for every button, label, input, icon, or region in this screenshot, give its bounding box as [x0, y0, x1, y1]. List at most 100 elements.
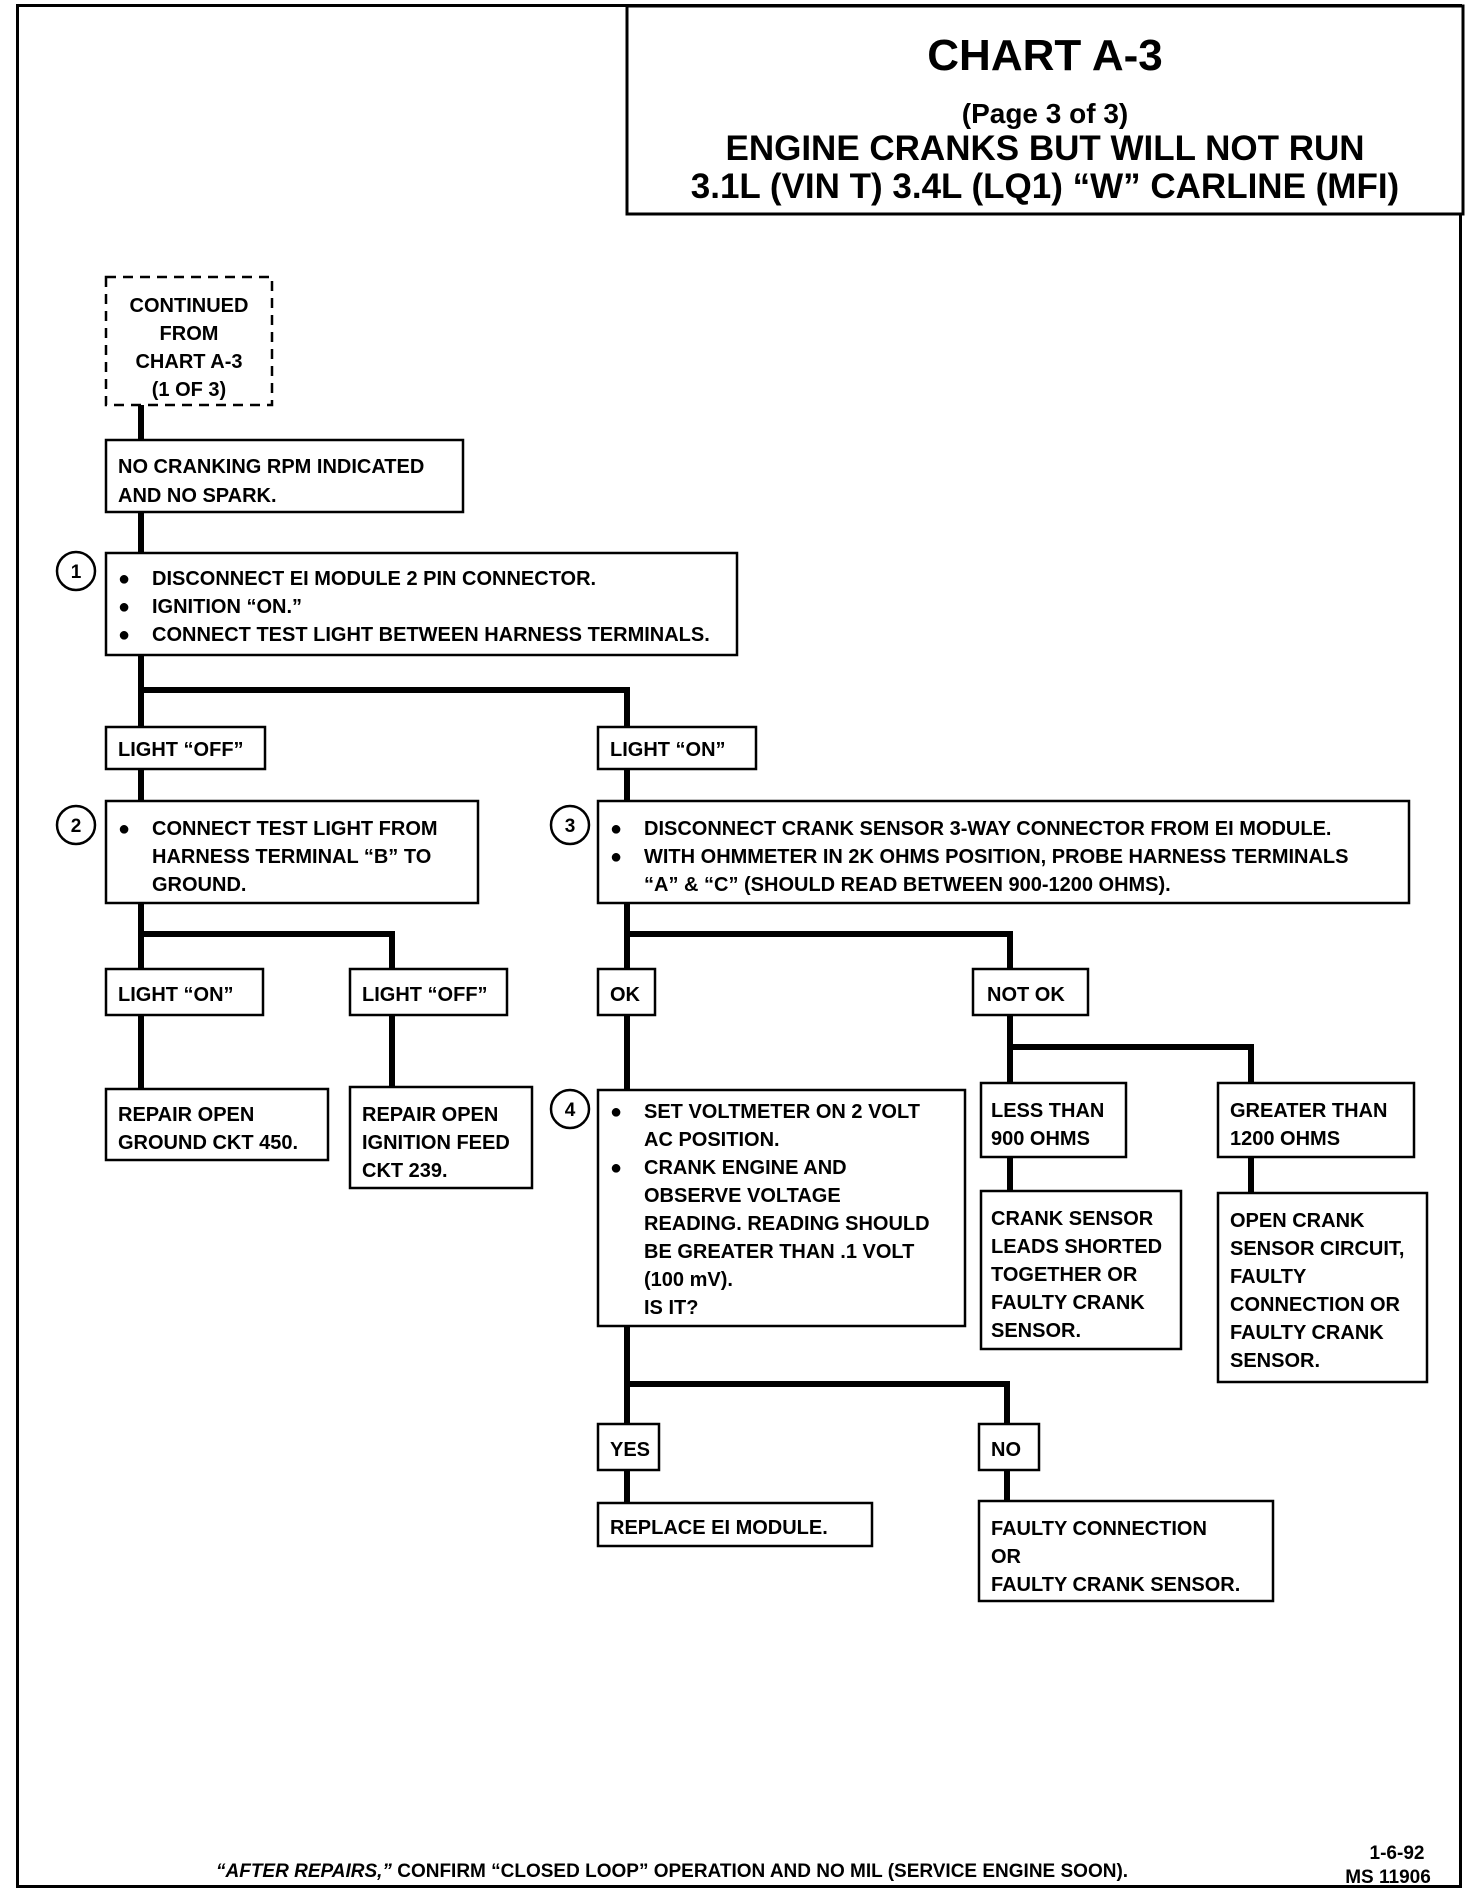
connector-lines [138, 405, 1254, 1503]
bullet-icon: ● [610, 1157, 622, 1179]
step-1-box: 1 ● DISCONNECT EI MODULE 2 PIN CONNECTOR… [55, 550, 739, 657]
no-cranking-box: NO CRANKING RPM INDICATED AND NO SPARK. [104, 438, 465, 514]
footer-date: 1-6-92 [1370, 1843, 1425, 1864]
less-than-line-1: LESS THAN [991, 1100, 1104, 1122]
step-3-marker [549, 804, 591, 846]
footer: “AFTER REPAIRS,” CONFIRM “CLOSED LOOP” O… [216, 1843, 1431, 1888]
step-2-line-1: CONNECT TEST LIGHT FROM [152, 818, 438, 840]
open-crank-line-4: CONNECTION OR [1230, 1294, 1401, 1316]
continued-line-2: FROM [160, 323, 219, 345]
step-4-line-1: SET VOLTMETER ON 2 VOLT [644, 1101, 920, 1123]
open-crank-line-1: OPEN CRANK [1230, 1210, 1365, 1232]
step-4-line-3: CRANK ENGINE AND [644, 1157, 847, 1179]
crank-shorted-line-4: FAULTY CRANK [991, 1292, 1145, 1314]
crank-shorted-line-1: CRANK SENSOR [991, 1208, 1154, 1230]
repair-ignition-line-3: CKT 239. [362, 1160, 448, 1182]
repair-ignition-line-1: REPAIR OPEN [362, 1104, 498, 1126]
yes-label: YES [610, 1439, 650, 1461]
step-4-line-4: OBSERVE VOLTAGE [644, 1185, 841, 1207]
repair-ground-box: REPAIR OPEN GROUND CKT 450. [104, 1087, 330, 1162]
continued-from-box: CONTINUED FROM CHART A-3 (1 OF 3) [104, 275, 274, 407]
chart-subtitle: 3.1L (VIN T) 3.4L (LQ1) “W” CARLINE (MFI… [691, 167, 1399, 206]
bullet-icon: ● [118, 818, 130, 840]
yes-box: YES [596, 1422, 661, 1472]
greater-than-line-1: GREATER THAN [1230, 1100, 1387, 1122]
step-4-line-8: IS IT? [644, 1297, 698, 1319]
bullet-icon: ● [610, 818, 622, 840]
bullet-icon: ● [118, 568, 130, 590]
repair-ignition-line-2: IGNITION FEED [362, 1132, 510, 1154]
bullet-icon: ● [610, 846, 622, 868]
step-1-line-2: IGNITION “ON.” [152, 596, 302, 618]
step-4-number: 4 [565, 1100, 576, 1121]
step-2-box: 2 ● CONNECT TEST LIGHT FROM HARNESS TERM… [55, 799, 480, 905]
continued-line-1: CONTINUED [130, 295, 249, 317]
greater-than-line-2: 1200 OHMS [1230, 1128, 1340, 1150]
greater-than-box: GREATER THAN 1200 OHMS [1216, 1081, 1416, 1159]
step-4-box: 4 ● SET VOLTMETER ON 2 VOLT AC POSITION.… [549, 1088, 967, 1328]
step-1-line-1: DISCONNECT EI MODULE 2 PIN CONNECTOR. [152, 568, 596, 590]
step-2-line-3: GROUND. [152, 874, 246, 896]
light-off-1-box: LIGHT “OFF” [104, 725, 267, 771]
crank-shorted-line-5: SENSOR. [991, 1320, 1081, 1342]
light-on-2-box: LIGHT “ON” [104, 967, 265, 1017]
not-ok-label: NOT OK [987, 984, 1065, 1006]
faulty-conn-line-2: OR [991, 1546, 1022, 1568]
light-on-2-label: LIGHT “ON” [118, 984, 234, 1006]
footer-note: “AFTER REPAIRS,” CONFIRM “CLOSED LOOP” O… [216, 1861, 1128, 1882]
bullet-icon: ● [610, 1101, 622, 1123]
step-4-line-6: BE GREATER THAN .1 VOLT [644, 1241, 914, 1263]
replace-ei-label: REPLACE EI MODULE. [610, 1517, 828, 1539]
light-off-1-label: LIGHT “OFF” [118, 739, 244, 761]
open-crank-line-2: SENSOR CIRCUIT, [1230, 1238, 1404, 1260]
step-1-number: 1 [71, 562, 82, 583]
no-label: NO [991, 1439, 1021, 1461]
ok-box: OK [596, 967, 657, 1017]
crank-shorted-line-3: TOGETHER OR [991, 1264, 1138, 1286]
footer-note-rest: CONFIRM “CLOSED LOOP” OPERATION AND NO M… [392, 1861, 1128, 1882]
step-1-line-3: CONNECT TEST LIGHT BETWEEN HARNESS TERMI… [152, 624, 710, 646]
footer-ms-number: MS 11906 [1345, 1867, 1431, 1888]
continued-line-4: (1 OF 3) [152, 379, 226, 401]
step-4-marker [549, 1088, 591, 1130]
step-3-box: 3 ● DISCONNECT CRANK SENSOR 3-WAY CONNEC… [549, 799, 1411, 905]
crank-shorted-box: CRANK SENSOR LEADS SHORTED TOGETHER OR F… [979, 1189, 1183, 1351]
step-2-number: 2 [71, 816, 82, 837]
faulty-conn-line-1: FAULTY CONNECTION [991, 1518, 1207, 1540]
no-cranking-line-1: NO CRANKING RPM INDICATED [118, 456, 424, 478]
light-off-2-label: LIGHT “OFF” [362, 984, 488, 1006]
bullet-icon: ● [118, 624, 130, 646]
light-on-1-label: LIGHT “ON” [610, 739, 726, 761]
not-ok-box: NOT OK [971, 967, 1090, 1017]
faulty-connection-box: FAULTY CONNECTION OR FAULTY CRANK SENSOR… [977, 1499, 1275, 1603]
less-than-box: LESS THAN 900 OHMS [979, 1081, 1128, 1159]
step-3-line-1: DISCONNECT CRANK SENSOR 3-WAY CONNECTOR … [644, 818, 1331, 840]
step-3-line-2: WITH OHMMETER IN 2K OHMS POSITION, PROBE… [644, 846, 1348, 868]
light-on-1-box: LIGHT “ON” [596, 725, 758, 771]
no-cranking-line-2: AND NO SPARK. [118, 485, 277, 507]
step-4-line-5: READING. READING SHOULD [644, 1213, 930, 1235]
footer-note-emphasis: “AFTER REPAIRS,” [216, 1861, 392, 1882]
repair-ground-line-2: GROUND CKT 450. [118, 1132, 298, 1154]
title-block: CHART A-3 (Page 3 of 3) ENGINE CRANKS BU… [625, 4, 1465, 216]
crank-shorted-line-2: LEADS SHORTED [991, 1236, 1162, 1258]
step-4-line-2: AC POSITION. [644, 1129, 780, 1151]
less-than-line-2: 900 OHMS [991, 1128, 1090, 1150]
chart-title: ENGINE CRANKS BUT WILL NOT RUN [725, 129, 1364, 168]
replace-ei-box: REPLACE EI MODULE. [596, 1501, 874, 1548]
continued-line-3: CHART A-3 [135, 351, 242, 373]
bullet-icon: ● [118, 596, 130, 618]
open-crank-box: OPEN CRANK SENSOR CIRCUIT, FAULTY CONNEC… [1216, 1191, 1429, 1384]
chart-id: CHART A-3 [927, 31, 1162, 80]
light-off-2-box: LIGHT “OFF” [348, 967, 509, 1017]
step-1-marker [55, 550, 97, 592]
step-3-number: 3 [565, 816, 576, 837]
step-3-line-3: “A” & “C” (SHOULD READ BETWEEN 900-1200 … [644, 874, 1171, 896]
step-2-marker [55, 804, 97, 846]
ok-label: OK [610, 984, 641, 1006]
page-indicator: (Page 3 of 3) [962, 98, 1128, 129]
step-2-line-2: HARNESS TERMINAL “B” TO [152, 846, 431, 868]
open-crank-line-5: FAULTY CRANK [1230, 1322, 1384, 1344]
repair-ground-line-1: REPAIR OPEN [118, 1104, 254, 1126]
